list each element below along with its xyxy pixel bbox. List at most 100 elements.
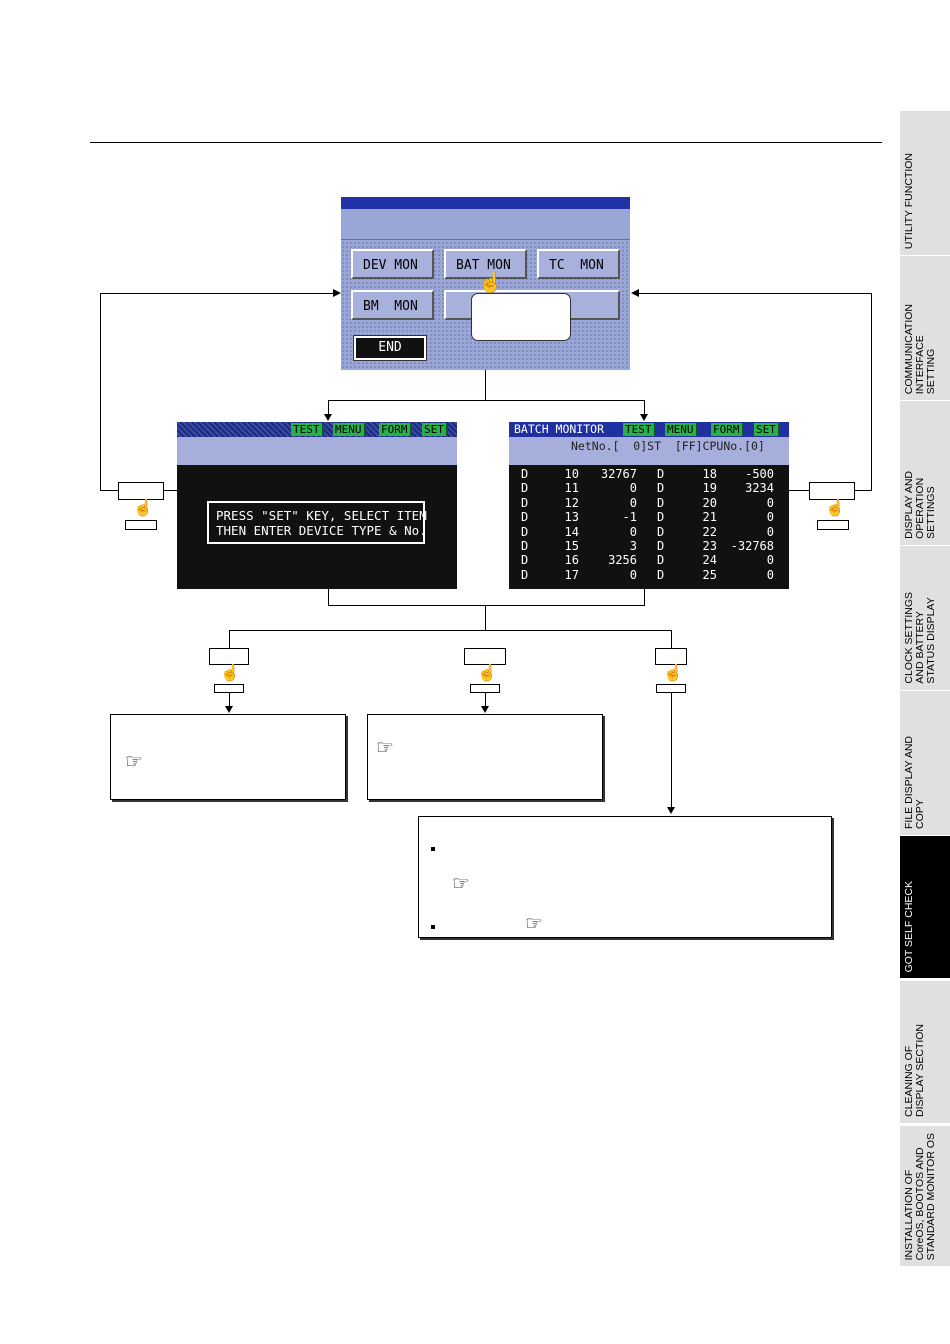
arrow-down [640, 414, 648, 421]
table-cell: D [521, 553, 529, 568]
square-bullet-icon [431, 925, 435, 929]
tab-got-self-check[interactable]: GOT SELF CHECK [900, 835, 950, 978]
tab-clock-settings[interactable]: CLOCK SETTINGS AND BATTERY STATUS DISPLA… [900, 545, 950, 690]
table-cell: D [521, 539, 529, 553]
dev-mon-button[interactable]: DEV MON [351, 249, 434, 279]
table-cell: D [521, 481, 529, 496]
tab-utility-function[interactable]: UTILITY FUNCTION [900, 110, 950, 255]
reference-hand-icon: ☞ [376, 737, 394, 759]
touch-key[interactable] [118, 482, 164, 500]
table-cell: 10 [564, 467, 579, 481]
set-button[interactable]: SET [754, 423, 780, 436]
tab-cleaning-of-display-section[interactable]: CLEANING OF DISPLAY SECTION [900, 980, 950, 1123]
test-button[interactable]: TEST [623, 423, 656, 436]
connector [328, 605, 645, 606]
connector [229, 630, 230, 648]
sub-header [509, 437, 789, 465]
screen-title: BATCH MONITOR [514, 422, 605, 436]
touch-key[interactable] [464, 648, 506, 665]
title-bar [341, 197, 630, 209]
table-cell: 0 [766, 510, 774, 525]
end-button[interactable]: END [353, 335, 427, 361]
table-cell: 19 [702, 481, 717, 496]
connector [871, 293, 872, 491]
touch-key-base [125, 520, 157, 530]
pointing-hand-icon: ☝ [478, 272, 503, 294]
table-cell: D [521, 467, 529, 481]
menu-button[interactable]: MENU [665, 423, 698, 436]
reference-hand-icon: ☞ [452, 873, 470, 895]
table-cell: 0 [766, 553, 774, 568]
table-cell: -1 [622, 510, 637, 525]
form-button[interactable]: FORM [379, 423, 412, 436]
table-cell: 16 [564, 553, 579, 568]
touch-key-base [214, 684, 244, 693]
table-cell: 21 [702, 510, 717, 525]
touch-key-base [656, 684, 686, 693]
table-cell: 32767 [600, 467, 637, 481]
arrow-down [667, 807, 675, 814]
table-cell: D [521, 524, 529, 539]
arrow-right [333, 289, 341, 297]
title-band [341, 209, 630, 240]
reference-hand-icon: ☞ [125, 751, 143, 773]
tab-display-and-operation-settings[interactable]: DISPLAY AND OPERATION SETTINGS [900, 400, 950, 545]
batch-monitor-screen: BATCH MONITOR TEST MENU FORM SET NetNo.[… [509, 422, 789, 589]
tab-communication-interface-setting[interactable]: COMMUNICATION INTERFACE SETTING [900, 255, 950, 400]
touch-key-base [817, 520, 849, 530]
table-cell: D [657, 467, 665, 481]
connector [328, 400, 329, 415]
connector [100, 490, 118, 491]
table-cell: 20 [702, 495, 717, 510]
touch-key[interactable] [209, 648, 249, 665]
table-cell: 11 [564, 481, 579, 496]
menu-button[interactable]: MENU [333, 423, 366, 436]
table-cell: D [657, 567, 665, 582]
arrow-left [631, 289, 639, 297]
touch-key[interactable] [655, 648, 687, 665]
connector [229, 693, 230, 707]
table-cell: 12 [564, 495, 579, 510]
connector [644, 589, 645, 606]
bm-mon-button[interactable]: BM MON [351, 290, 434, 320]
table-cell: D [657, 510, 665, 525]
connector [100, 293, 101, 491]
form-button[interactable]: FORM [711, 423, 744, 436]
tc-mon-button[interactable]: TC MON [537, 249, 620, 279]
table-cell: -500 [745, 467, 774, 481]
arrow-down [225, 706, 233, 713]
table-cell: 13 [564, 510, 579, 525]
set-button[interactable]: SET [422, 423, 448, 436]
table-cell: D [657, 495, 665, 510]
connector [164, 490, 178, 491]
table-cell: D [521, 510, 529, 525]
connector [100, 293, 334, 294]
pointing-hand-icon: ☝ [825, 500, 845, 517]
test-button[interactable]: TEST [291, 423, 324, 436]
table-cell: D [657, 524, 665, 539]
pointing-hand-icon: ☝ [133, 500, 153, 517]
connector [644, 400, 645, 415]
table-cell: 0 [766, 567, 774, 582]
table-cell: 24 [702, 553, 717, 568]
table-cell: D [657, 539, 665, 553]
table-cell: -32768 [730, 539, 774, 553]
connector [855, 490, 872, 491]
bat-mon-button[interactable]: BAT MON [444, 249, 527, 279]
table-cell: 3256 [608, 553, 637, 568]
device-monitor-screen: TEST MENU FORM SET [177, 422, 457, 589]
connector [671, 630, 672, 648]
table-cell: 23 [702, 539, 717, 553]
table-cell: 0 [629, 524, 637, 539]
touch-key[interactable] [809, 482, 855, 500]
table-cell: 3234 [745, 481, 774, 496]
table-cell: 22 [702, 524, 717, 539]
table-cell: 17 [564, 567, 579, 582]
connector [328, 400, 645, 401]
net-number-line: NetNo.[ 0]ST [FF]CPUNo.[0] [571, 439, 765, 453]
connector [229, 630, 672, 631]
connector [789, 490, 809, 491]
tab-installation-of-os[interactable]: INSTALLATION OF CoreOS, BOOTOS AND STAND… [900, 1125, 950, 1266]
reference-hand-icon: ☞ [525, 913, 543, 935]
tab-file-display-and-copy[interactable]: FILE DISPLAY AND COPY [900, 690, 950, 835]
